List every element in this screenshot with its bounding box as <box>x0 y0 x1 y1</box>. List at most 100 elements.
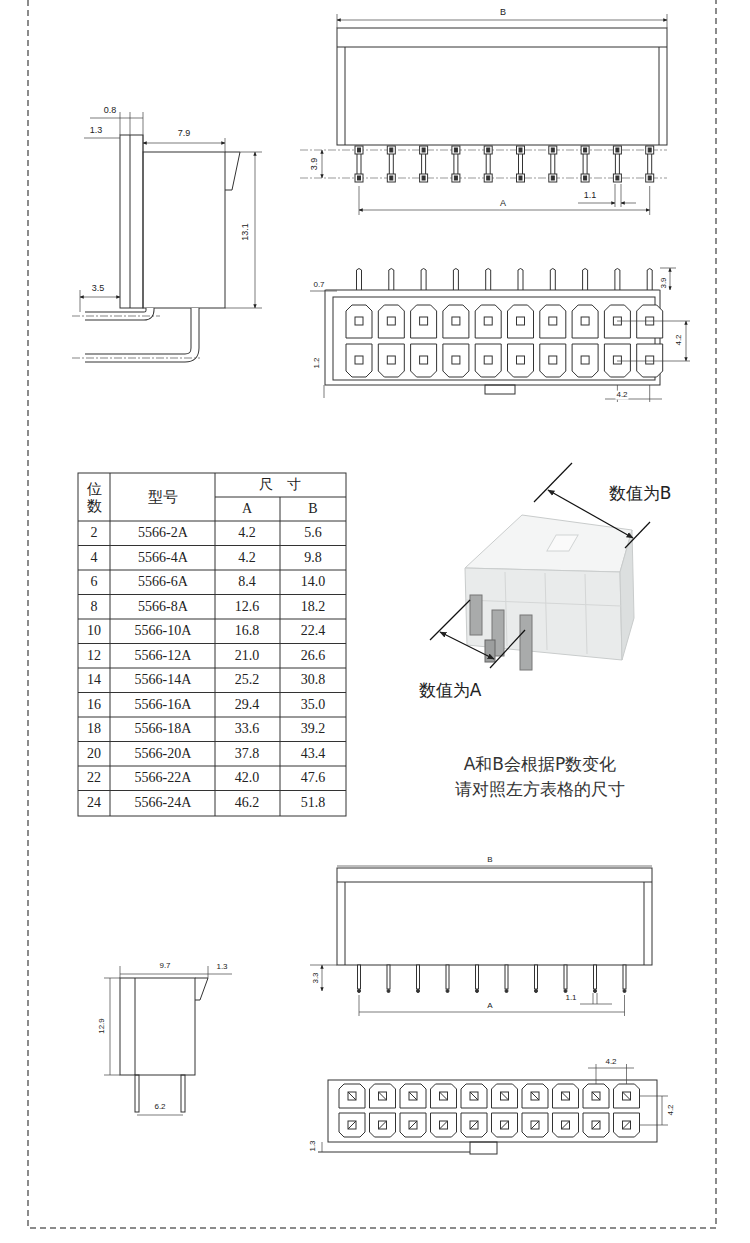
mating-face-view-part <box>572 305 598 338</box>
dimension-label: 4.2 <box>675 333 684 346</box>
dimension-lines-part <box>337 14 338 28</box>
side-view-part <box>120 978 195 1075</box>
dimension-label: 7.9 <box>177 129 192 139</box>
dimension-lines-part <box>578 203 615 204</box>
mating-face-view-part <box>346 344 372 377</box>
table-cell: 39.2 <box>300 722 327 737</box>
dimension-lines-part <box>240 152 262 153</box>
mating-face-view-part <box>614 1113 640 1137</box>
dimension-lines-part <box>605 399 662 400</box>
mating-face-view-part <box>318 1152 470 1153</box>
size-table-part <box>78 594 346 595</box>
dimension-lines-part <box>137 1115 183 1116</box>
mating-face-view-part <box>370 1084 396 1108</box>
side-view-part <box>135 978 136 1075</box>
mating-face-view-part <box>475 305 501 338</box>
dimension-label: 0.7 <box>312 281 325 290</box>
dimension-lines-part <box>617 321 690 322</box>
dimension-lines-part <box>104 978 120 979</box>
dimension-lines-part <box>255 152 256 308</box>
dimension-arrows-part <box>430 600 470 640</box>
mating-face-view-part <box>378 305 404 338</box>
mating-face-view-part <box>583 269 588 291</box>
connector-illustration <box>465 515 634 670</box>
size-table-part <box>280 497 281 816</box>
mating-face-view-part <box>325 290 660 385</box>
mating-face-view-part <box>518 269 523 291</box>
front-view-part <box>337 868 652 965</box>
mating-face-view-part <box>508 305 534 338</box>
size-table <box>78 473 346 816</box>
mating-face-view-part <box>604 305 630 338</box>
size-table-part <box>78 643 346 644</box>
front-view-part <box>646 146 654 182</box>
table-cell: 5566-2A <box>137 526 189 541</box>
dimension-lines-part <box>310 291 337 292</box>
callout-label: 数值为A <box>418 681 483 700</box>
dimension-lines-part <box>621 184 622 207</box>
mating-face-view-part <box>553 1084 579 1108</box>
dimension-arrows-part <box>440 632 494 659</box>
table-cell: 16.8 <box>234 624 261 639</box>
front-view-part <box>337 47 667 48</box>
mating-face-view-part <box>637 344 663 377</box>
dimension-lines-part <box>588 1068 634 1069</box>
dimension-lines-part <box>110 978 111 1075</box>
front-view-part <box>564 965 567 993</box>
dimension-arrows-part <box>490 630 525 668</box>
mating-face-view-part <box>411 305 437 338</box>
front-view-part <box>387 146 395 182</box>
table-cell: 5566-14A <box>134 673 193 688</box>
side-view-part <box>85 308 195 358</box>
mating-face-view-part <box>431 1113 457 1137</box>
mating-face-view-part <box>550 269 555 291</box>
table-cell: 10 <box>86 624 102 639</box>
size-table-part <box>110 473 111 816</box>
dimension-label: 4.2 <box>604 1058 617 1067</box>
dashed-border-part <box>28 0 716 1228</box>
front-view-part <box>337 28 667 145</box>
side-view-part <box>225 152 240 190</box>
table-cell: 18.2 <box>300 599 327 614</box>
connector-illustration-part <box>620 530 634 660</box>
dimension-lines <box>80 112 262 312</box>
dimension-lines-part <box>596 1064 597 1084</box>
front-view-part <box>659 47 660 145</box>
dimension-lines <box>310 268 690 402</box>
dimension-lines-part <box>597 993 598 1004</box>
dimension-label: 1.3 <box>89 126 104 136</box>
mating-face-view-part <box>453 269 458 291</box>
table-cell: 47.6 <box>300 771 327 786</box>
mating-face-view-part <box>614 1084 640 1108</box>
dimension-lines-part <box>686 321 687 361</box>
table-cell: 20 <box>86 746 102 761</box>
front-view-part <box>417 965 420 993</box>
table-cell: 30.8 <box>300 673 327 688</box>
table-header: B <box>307 501 318 516</box>
dimension-lines-part <box>617 361 690 362</box>
dimension-lines-part <box>621 203 636 204</box>
table-cell: 5566-16A <box>134 697 193 712</box>
table-cell: 4.2 <box>237 526 257 541</box>
size-table-part <box>78 619 346 620</box>
dimension-label: 3.3 <box>312 971 321 984</box>
dimension-lines-part <box>120 974 208 975</box>
front-view-part <box>355 146 363 182</box>
mating-face-view-part <box>333 297 655 380</box>
dimension-lines <box>104 966 232 1115</box>
mating-face-view-part <box>389 269 394 291</box>
mating-face-view-part <box>470 1142 497 1154</box>
dimension-label: 4.2 <box>667 1103 676 1116</box>
dimension-lines <box>322 14 667 215</box>
table-cell: 22.4 <box>300 624 327 639</box>
table-cell: 5566-8A <box>137 599 189 614</box>
table-cell: 29.4 <box>234 697 261 712</box>
dimension-lines-part <box>322 1142 323 1152</box>
table-cell: 5566-24A <box>134 795 193 810</box>
table-cell: 14 <box>86 673 102 688</box>
table-cell: 8 <box>90 599 99 614</box>
table-cell: 12.6 <box>234 599 261 614</box>
front-view-part <box>484 146 492 182</box>
